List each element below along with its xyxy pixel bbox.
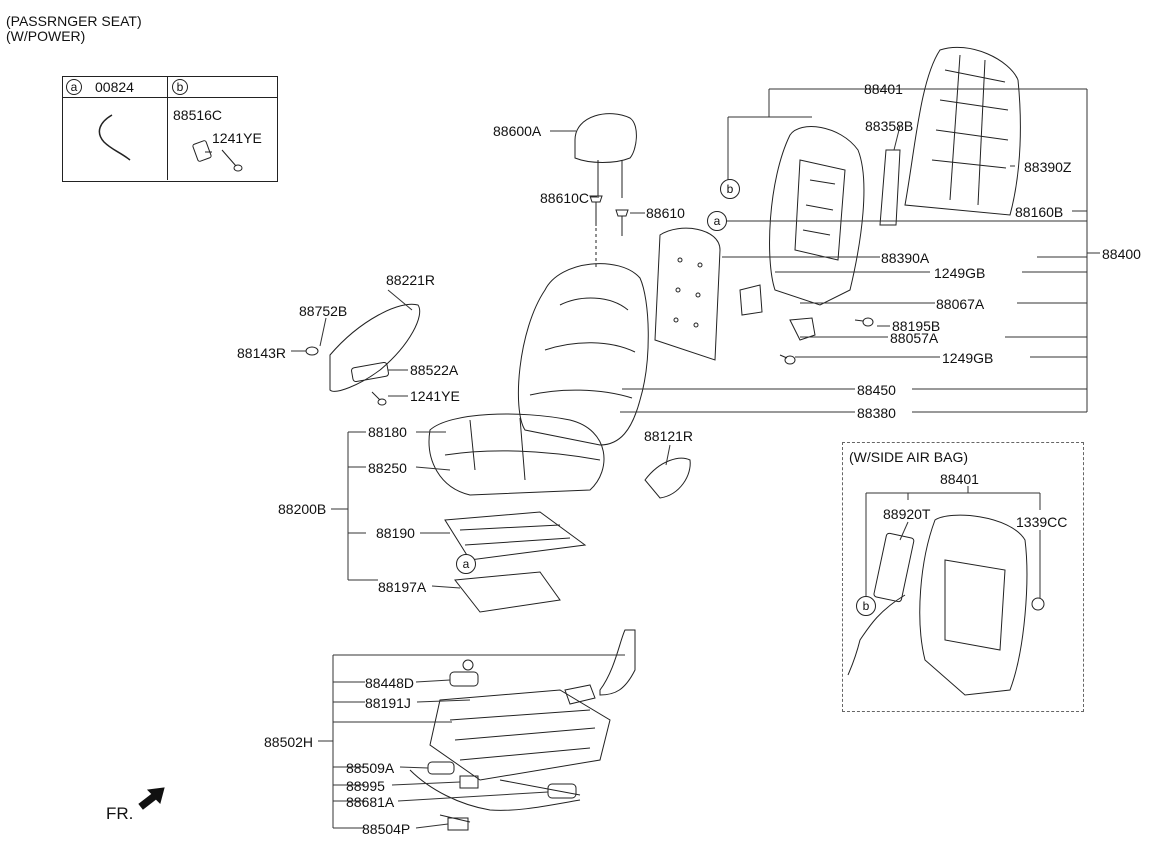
knob-drawing [305,346,319,356]
legend-callout-b: b [172,79,188,95]
legend-divider [167,76,168,180]
part-88995: 88995 [346,778,385,794]
motor-drawing-3 [547,783,577,799]
back-board-drawing [904,46,1021,216]
leader-lines [291,88,1100,829]
callout-a-marker: a [707,211,727,231]
connector-clip-icon [192,140,212,162]
part-88143R: 88143R [237,345,287,361]
connector-drawing [447,817,469,831]
airbag-part-88920T: 88920T [883,506,931,522]
airbag-nut-drawing [1031,597,1045,611]
legend-callout-a: a [66,79,82,95]
part-88057A: 88057A [890,330,939,346]
part-88450: 88450 [857,382,896,398]
seat-cushion-drawing [428,413,605,496]
headrest-guide-drawing [589,195,629,236]
part-88380: 88380 [857,405,896,421]
wire-clip-icon [98,114,131,161]
part-88160B: 88160B [1015,204,1064,220]
legend-code-a: 00824 [95,79,134,95]
bolt-drawing-2 [779,354,796,365]
headrest-drawing [574,113,637,198]
part-88522A: 88522A [410,362,459,378]
front-arrow-icon [138,787,165,810]
part-88400: 88400 [1102,246,1141,262]
part-1249GB-upper: 1249GB [934,265,986,281]
part-88610: 88610 [646,205,685,221]
switch-drawing [351,361,389,383]
legend-part-1241YE: 1241YE [212,130,262,146]
part-88190: 88190 [376,525,415,541]
part-88681A: 88681A [346,794,395,810]
airbag-frame-drawing [919,514,1028,696]
legend-header-row [62,76,278,98]
diagram-title: (PASSRNGER SEAT) [6,13,142,29]
part-88195B: 88195B [892,318,941,334]
bracket-drawing [879,149,901,226]
part-88448D: 88448D [365,675,415,691]
part-88752B: 88752B [299,303,348,319]
cushion-pad-drawing [444,511,587,561]
part-88509A: 88509A [346,760,395,776]
motor-drawing-1 [449,659,479,687]
part-88358B: 88358B [865,118,914,134]
airbag-harness-drawing [847,594,906,676]
seatback-frame-drawing [769,126,865,306]
part-88200B: 88200B [278,501,327,517]
part-88390Z: 88390Z [1024,159,1072,175]
part-88180: 88180 [368,424,407,440]
part-88600A: 88600A [493,123,542,139]
side-cover-right-drawing [644,457,691,499]
part-88197A: 88197A [378,579,427,595]
ecu-drawing [459,775,479,789]
part-88121R: 88121R [644,428,694,444]
screw-drawing-left [371,391,387,406]
airbag-section-title: (W/SIDE AIR BAG) [849,449,969,465]
motor-drawing-2 [427,761,455,775]
seat-mat-drawing [454,571,561,613]
seat-back-drawing [517,263,649,446]
bolt-drawing [854,317,874,327]
part-88067A: 88067A [936,296,985,312]
power-track-drawing [429,689,611,796]
airbag-part-1339CC: 1339CC [1016,514,1068,530]
cover-drawing [564,684,596,705]
front-marker-label: FR. [106,804,134,823]
airbag-callout-b-marker: b [856,596,876,616]
legend-part-88516C: 88516C [173,107,223,123]
part-88610C: 88610C [540,190,590,206]
back-panel-drawing [654,227,721,361]
part-1241YE: 1241YE [410,388,460,404]
recliner-cover-drawing [599,629,636,696]
recliner-drawing [739,284,763,316]
part-88502H: 88502H [264,734,314,750]
side-airbag-section [842,442,1084,712]
side-shield-drawing [329,303,421,392]
part-88250: 88250 [368,460,407,476]
part-88390A: 88390A [881,250,930,266]
part-1249GB-lower: 1249GB [942,350,994,366]
airbag-part-88401: 88401 [940,471,979,487]
part-88191J: 88191J [365,695,411,711]
airbag-module-drawing [873,532,915,603]
part-88401: 88401 [864,81,903,97]
part-88221R: 88221R [386,272,436,288]
callout-a-marker-bottom: a [456,554,476,574]
part-88504P: 88504P [362,821,411,837]
diagram-subtitle: (W/POWER) [6,28,86,44]
lever-drawing [789,317,816,341]
screw-icon-legend [221,149,243,172]
callout-b-marker: b [720,179,740,199]
